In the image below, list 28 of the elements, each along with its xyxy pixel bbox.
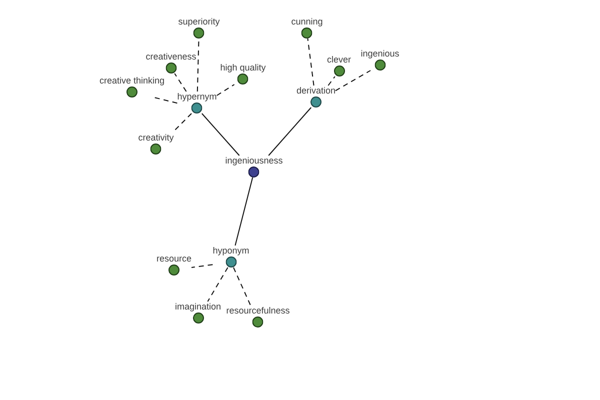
node-label: hypernym — [177, 92, 217, 102]
node-label: high quality — [220, 62, 266, 72]
dashed-connector — [174, 73, 187, 92]
node-label: hyponym — [212, 246, 250, 256]
dashed-connector — [207, 267, 228, 302]
node-label: creativeness — [146, 52, 196, 62]
node-label: ingeniousness — [225, 156, 283, 166]
dashed-connector — [154, 97, 178, 104]
node-label: superiority — [178, 16, 220, 26]
node-label: resource — [156, 254, 192, 264]
connector-line — [268, 107, 312, 156]
dashed-connector — [335, 70, 371, 92]
dashed-connector — [216, 84, 235, 96]
node-label: cunning — [291, 16, 323, 26]
dashed-connector — [191, 264, 214, 268]
node-label: creative thinking — [99, 76, 165, 86]
connector-line — [234, 177, 254, 246]
node-label: imagination — [174, 302, 222, 312]
dashed-connector — [328, 76, 336, 86]
node-label: ingenious — [360, 48, 400, 58]
node-label: derivation — [296, 86, 336, 96]
node-label: resourcefulness — [226, 306, 290, 316]
node-label: creativity — [138, 132, 174, 142]
dashed-connector — [172, 113, 192, 133]
dashed-connector — [233, 267, 252, 306]
dashed-connector — [307, 38, 314, 86]
connector-line — [201, 113, 240, 156]
node-label: clever — [327, 54, 351, 64]
